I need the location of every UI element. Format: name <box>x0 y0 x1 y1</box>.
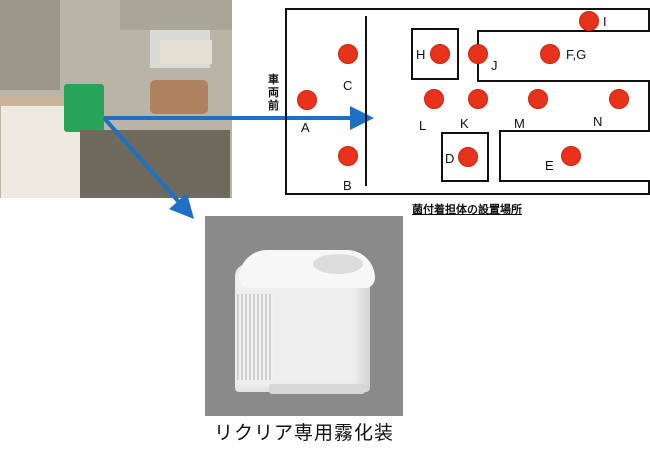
label-k: K <box>460 116 469 131</box>
marker-h <box>430 44 450 64</box>
box-fg <box>477 30 650 82</box>
diagram-title: 菌付着担体の設置場所 <box>412 203 522 216</box>
label-e: E <box>545 158 554 173</box>
label-j: J <box>491 58 498 73</box>
marker-n <box>609 89 629 109</box>
marker-i <box>579 11 599 31</box>
marker-fg <box>540 44 560 64</box>
atomizer-device-photo <box>205 216 403 416</box>
placement-diagram: C A B H J F,G I L K M N D E <box>285 8 650 195</box>
marker-d <box>458 147 478 167</box>
label-a: A <box>301 120 310 135</box>
device-cup <box>313 254 363 274</box>
label-d: D <box>445 151 455 166</box>
arrow-to-device <box>102 116 194 219</box>
label-h: H <box>416 47 426 62</box>
ambulance-interior-photo <box>0 0 232 198</box>
marker-m <box>528 89 548 109</box>
marker-c <box>338 44 358 64</box>
label-n: N <box>593 114 603 129</box>
vehicle-outline <box>285 8 650 195</box>
marker-a <box>297 90 317 110</box>
label-b: B <box>343 178 352 193</box>
label-i: I <box>603 14 607 29</box>
label-m: M <box>514 116 525 131</box>
label-fg: F,G <box>566 47 587 62</box>
vehicle-front-label: 車 両 前 <box>268 73 279 112</box>
divider-line <box>365 16 367 186</box>
label-l: L <box>419 118 427 133</box>
marker-k <box>468 89 488 109</box>
marker-b <box>338 146 358 166</box>
label-c: C <box>343 78 353 93</box>
marker-j <box>468 44 488 64</box>
device-vent-grill <box>237 294 273 380</box>
marker-l <box>424 89 444 109</box>
device-base <box>269 384 365 394</box>
device-caption: リクリア専用霧化装 <box>213 422 394 444</box>
marker-e <box>561 146 581 166</box>
